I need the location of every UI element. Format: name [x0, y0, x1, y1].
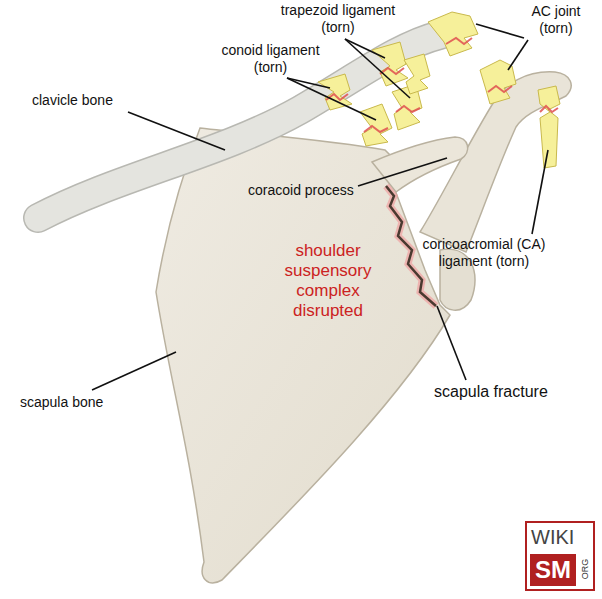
coracoid-shape — [372, 137, 468, 192]
part-label: AC joint (torn) — [521, 3, 591, 37]
scapula-shape — [156, 128, 450, 583]
part-label: scapula fracture — [434, 383, 548, 400]
watermark: WIKI — [531, 525, 574, 549]
watermark: SM — [530, 554, 576, 586]
watermark: ORG — [579, 555, 591, 583]
ac-joint-ligament — [428, 12, 516, 104]
part-label: clavicle bone — [32, 92, 113, 109]
part-label: trapezoid ligament (torn) — [273, 2, 403, 36]
tear-marks — [326, 38, 558, 132]
watermark-block — [530, 554, 576, 586]
injury-note: shoulder suspensory complex disrupted — [278, 241, 378, 321]
ca-ligament — [538, 86, 560, 168]
part-label: coricoacromial (CA) ligament (torn) — [414, 236, 554, 270]
part-label: conoid ligament (torn) — [213, 42, 328, 76]
part-label: coracoid process — [248, 182, 354, 199]
clavicle-shape — [38, 35, 440, 218]
clavicle-outline — [38, 35, 440, 218]
watermark-frame — [526, 522, 594, 590]
part-label: scapula bone — [20, 394, 103, 411]
leader-lines — [92, 24, 548, 390]
